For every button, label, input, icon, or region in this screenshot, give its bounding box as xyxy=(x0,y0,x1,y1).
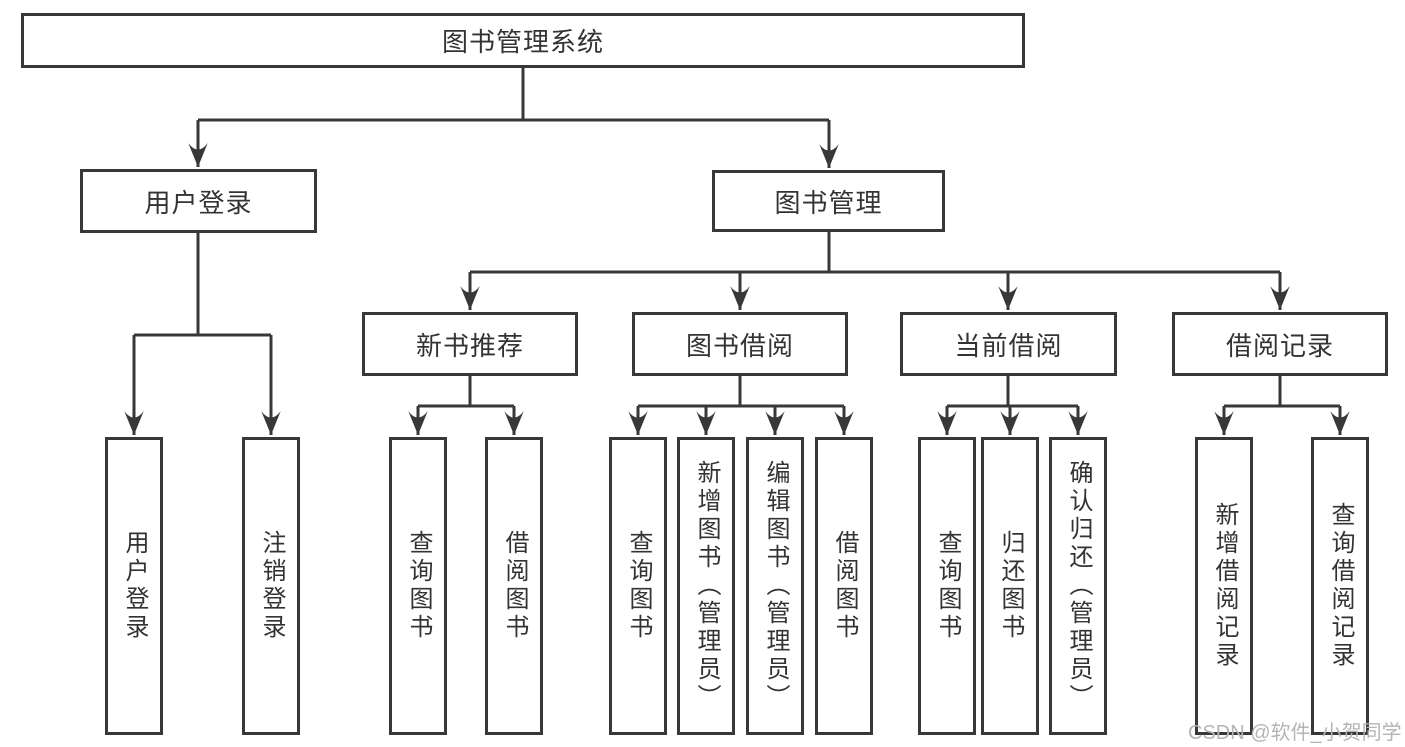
node-leaf-borrow-books-1: 借阅图书 xyxy=(485,437,543,735)
node-book-borrowing: 图书借阅 xyxy=(632,312,848,376)
node-leaf-return-books: 归还图书 xyxy=(981,437,1039,735)
node-leaf-query-books-2: 查询图书 xyxy=(609,437,667,735)
node-leaf-borrow-books-2: 借阅图书 xyxy=(815,437,873,735)
node-leaf-confirm-return-admin: 确认归还（管理员） xyxy=(1049,437,1107,735)
node-leaf-query-books-1: 查询图书 xyxy=(389,437,447,735)
node-leaf-user-login: 用户登录 xyxy=(105,437,163,735)
node-user-login-branch: 用户登录 xyxy=(80,169,317,233)
node-new-book-recommend: 新书推荐 xyxy=(362,312,578,376)
node-leaf-query-books-3: 查询图书 xyxy=(918,437,976,735)
node-leaf-query-borrow-record: 查询借阅记录 xyxy=(1311,437,1369,735)
csdn-watermark: CSDN @软件_小贺同学 xyxy=(1188,722,1402,744)
node-borrow-records: 借阅记录 xyxy=(1172,312,1388,376)
node-leaf-logout: 注销登录 xyxy=(242,437,300,735)
node-book-management-branch: 图书管理 xyxy=(712,170,945,232)
node-leaf-edit-books-admin: 编辑图书（管理员） xyxy=(746,437,804,735)
node-current-borrowing: 当前借阅 xyxy=(900,312,1117,376)
node-leaf-add-borrow-record: 新增借阅记录 xyxy=(1195,437,1253,735)
node-system-root: 图书管理系统 xyxy=(21,13,1025,68)
node-leaf-add-books-admin: 新增图书（管理员） xyxy=(677,437,735,735)
